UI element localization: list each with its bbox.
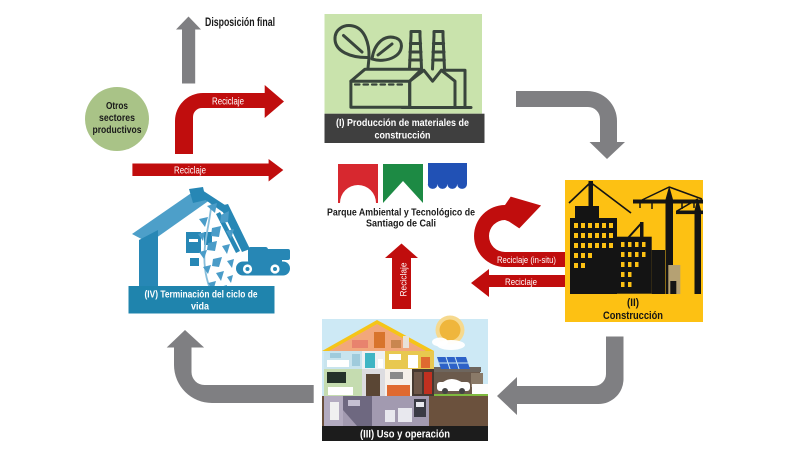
svg-text:Reciclaje: Reciclaje (399, 263, 410, 297)
svg-text:Reciclaje: Reciclaje (174, 166, 206, 177)
svg-text:Reciclaje: Reciclaje (212, 97, 244, 108)
svg-text:construcción: construcción (375, 130, 431, 142)
svg-text:Santiago de Cali: Santiago de Cali (366, 218, 436, 230)
svg-text:(II): (II) (627, 297, 639, 309)
svg-text:Reciclaje: Reciclaje (505, 277, 537, 288)
svg-text:Disposición final: Disposición final (205, 15, 275, 29)
svg-text:(IV) Terminación del ciclo de: (IV) Terminación del ciclo de (145, 289, 258, 301)
svg-text:Parque Ambiental y Tecnológico: Parque Ambiental y Tecnológico de (327, 206, 475, 218)
svg-text:Otros: Otros (106, 100, 128, 112)
svg-text:productivos: productivos (93, 124, 142, 136)
svg-text:sectores: sectores (99, 112, 135, 124)
svg-text:vida: vida (191, 301, 209, 313)
svg-text:(III) Uso y operación: (III) Uso y operación (360, 429, 450, 441)
svg-text:Construcción: Construcción (603, 310, 663, 322)
svg-text:Reciclaje (in-situ): Reciclaje (in-situ) (497, 255, 556, 265)
svg-text:(I) Producción de materiales d: (I) Producción de materiales de (336, 117, 469, 129)
